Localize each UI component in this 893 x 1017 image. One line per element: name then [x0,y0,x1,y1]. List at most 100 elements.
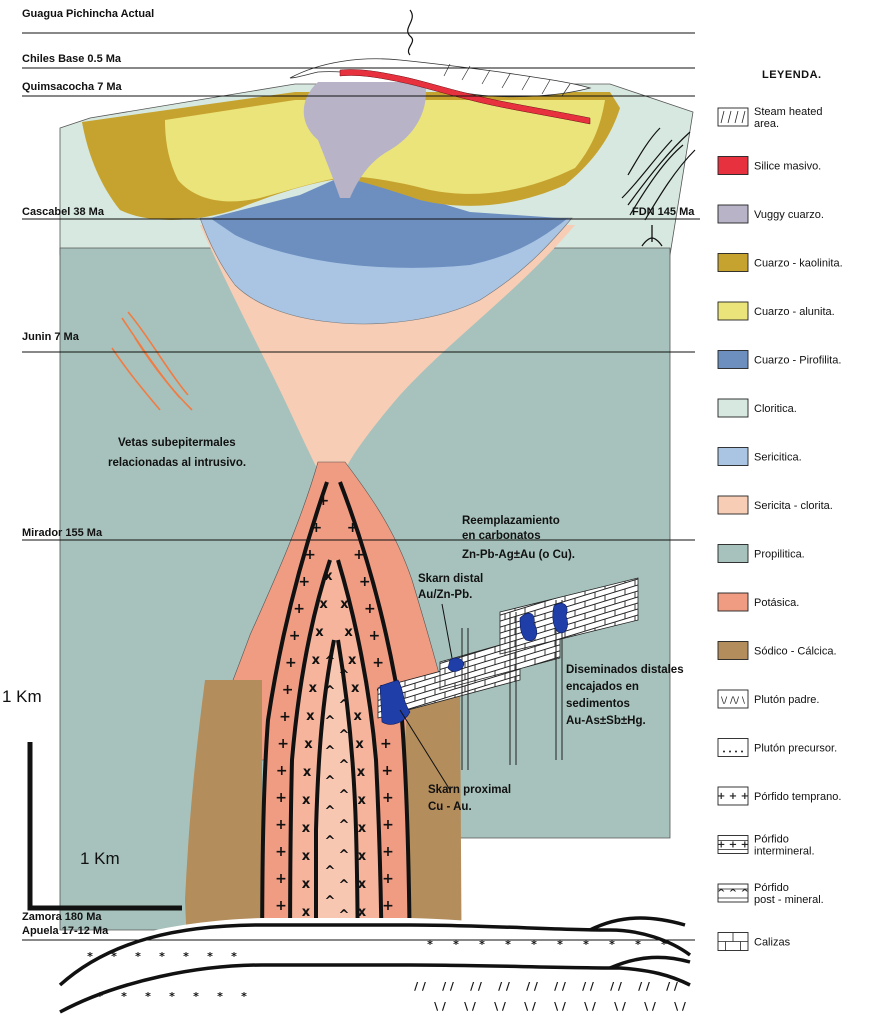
legend-label: Pórfido temprano. [754,791,841,803]
porphyry-symbol: ^ [339,848,350,863]
porphyry-symbol: + [359,574,371,590]
porphyry-symbol: + [275,844,287,860]
porphyry-symbol: + [353,547,365,563]
porphyry-symbol: x [302,877,311,892]
porphyry-symbol: + [293,601,305,617]
legend-label: Sericitica. [754,452,802,464]
svg-text:+ + +: + + + [717,791,749,802]
legend: Steam heatedarea. Silice masivo. Vuggy cua… [717,106,843,951]
pluton-symbol: / / [498,980,511,993]
porphyry-symbol: + [277,736,289,752]
porphyry-symbol: x [302,793,311,808]
porphyry-symbol: + [382,871,394,887]
porphyry-symbol: x [315,625,324,640]
pluton-symbol: / / [442,980,455,993]
legend-item: Propilitica. [718,545,805,563]
porphyry-symbol: + [368,628,380,644]
pluton-symbol: * [135,950,141,963]
porphyry-symbol: x [312,653,321,668]
porphyry-symbol: ^ [325,654,336,669]
annotation-diseminados-2: encajados en [566,681,639,693]
porphyry-symbol: ^ [325,714,336,729]
legend-label: Silice masivo. [754,161,821,173]
annotation-skarn-distal-1: Skarn distal [418,573,483,585]
porphyry-symbol: x [358,905,367,920]
legend-swatch [718,642,748,660]
porphyry-symbol: + [279,709,291,725]
legend-item: Sódico - Cálcica. [718,642,837,660]
pluton-symbol: * [121,990,127,1003]
porphyry-symbol: ^ [325,864,336,879]
pluton-symbol: * [145,990,151,1003]
porphyry-symbol: x [348,653,357,668]
porphyry-symbol: ^ [339,818,350,833]
pluton-symbol: / / [666,980,679,993]
svg-text:^ ^ ^: ^ ^ ^ [717,888,749,899]
porphyry-symbol: + [289,628,301,644]
legend-label: intermineral. [754,846,815,858]
level-label-zamora: Zamora 180 Ma [22,911,102,923]
legend-label: Vuggy cuarzo. [754,209,824,221]
porphyry-symbol: x [309,681,318,696]
pluton-symbol: * [159,950,165,963]
legend-swatch [718,157,748,175]
porphyry-symbol: + [285,655,297,671]
scale-label-horizontal: 1 Km [80,849,120,868]
scale-label-vertical: 1 Km [2,687,42,706]
level-label-mirador: Mirador 155 Ma [22,527,103,539]
legend-label: Sericita - clorita. [754,500,833,512]
legend-label: Calizas [754,937,791,949]
porphyry-symbol: ^ [339,668,350,683]
legend-item: Cuarzo - kaolinita. [718,254,843,272]
pluton-symbol: * [241,990,247,1003]
porphyry-symbol: x [306,709,315,724]
pluton-symbol: * [183,950,189,963]
pluton-symbol: \ / [674,1000,687,1013]
legend-label: Plutón padre. [754,694,819,706]
legend-item: \/ /\/ \ Plutón padre. [718,690,819,708]
porphyry-symbol: x [358,793,367,808]
pluton-symbol: / / [610,980,623,993]
porphyry-symbol: x [358,821,367,836]
porphyry-symbol: + [364,601,376,617]
legend-item: Silice masivo. [718,157,821,175]
legend-item: Cuarzo - Pirofilita. [718,351,841,369]
porphyry-symbol: x [302,849,311,864]
porphyry-symbol: x [351,681,360,696]
pluton-symbol: / / [470,980,483,993]
pluton-symbol: / / [554,980,567,993]
porphyry-symbol: + [372,655,384,671]
legend-item: Cloritica. [718,399,797,417]
porphyry-symbol: + [380,736,392,752]
annotation-reemplazamiento-1: Reemplazamiento [462,515,560,527]
legend-label: Pórfido [754,834,789,846]
pluton-symbol: * [207,950,213,963]
porphyry-symbol: x [302,821,311,836]
porphyry-symbol: x [344,625,353,640]
level-label-guagua: Guagua Pichincha Actual [22,8,154,20]
level-label-cascabel: Cascabel 38 Ma [22,206,105,218]
legend-label: Cuarzo - kaolinita. [754,258,843,270]
legend-label: Pórfido [754,882,789,894]
svg-text:\/ /\/ \: \/ /\/ \ [721,696,746,706]
porphyry-symbol: + [347,520,359,536]
porphyry-symbol: x [357,765,366,780]
legend-label: Propilitica. [754,549,805,561]
level-label-junin: Junin 7 Ma [22,331,80,343]
legend-label: Cuarzo - alunita. [754,306,835,318]
porphyry-symbol: x [303,765,312,780]
porphyry-symbol: x [324,569,333,584]
porphyry-symbol: x [302,905,311,920]
porphyry-symbol: x [358,877,367,892]
porphyry-symbol: x [355,737,364,752]
annotation-reemplazamiento-2: en carbonatos [462,530,541,542]
pluton-symbol: * [169,990,175,1003]
pluton-symbol: * [193,990,199,1003]
legend-label: area. [754,118,779,130]
porphyry-symbol: + [382,817,394,833]
legend-item: Plutón precursor. [718,739,837,757]
porphyry-symbol: + [382,790,394,806]
porphyry-symbol: x [340,597,349,612]
